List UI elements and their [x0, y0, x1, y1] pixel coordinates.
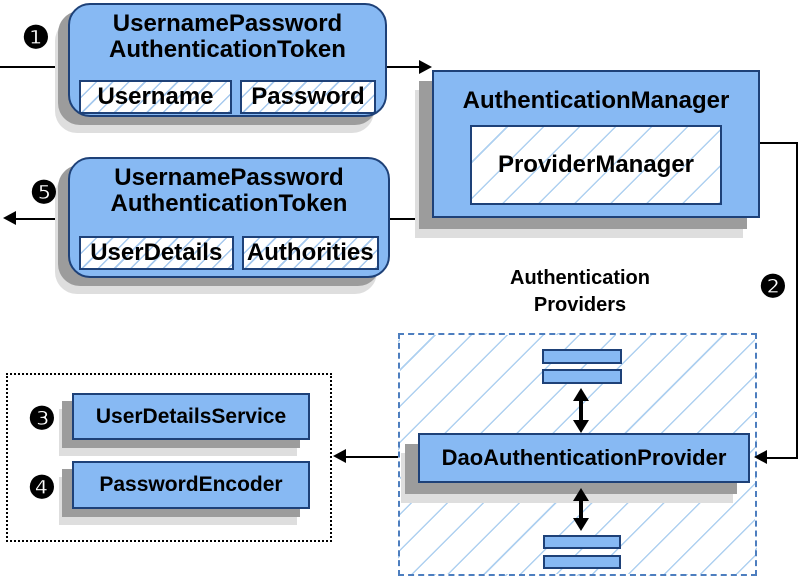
authorities-field: Authorities	[241, 236, 379, 270]
step-1-marker: ❶	[22, 20, 50, 55]
request-token-title-line1: UsernamePassword	[112, 10, 343, 37]
manager-to-provider-line-top	[760, 142, 798, 144]
password-encoder-box: PasswordEncoder	[72, 461, 310, 509]
authentication-manager-box: AuthenticationManager ProviderManager	[432, 70, 760, 218]
request-token-title-line2: AuthenticationToken	[109, 36, 346, 63]
authentication-providers-label: Authentication Providers	[455, 265, 705, 319]
double-arrow-icon	[573, 388, 589, 433]
manager-to-provider-line-bottom	[766, 457, 798, 459]
request-token-fields: Username Password	[79, 80, 376, 114]
username-field: Username	[79, 80, 232, 114]
password-field: Password	[239, 80, 376, 114]
provider-list-item-bar	[543, 555, 621, 569]
result-token-title-line2: AuthenticationToken	[110, 190, 348, 217]
provider-manager-box: ProviderManager	[470, 125, 722, 205]
step-5-marker: ❺	[30, 175, 58, 210]
result-token-box: UsernamePassword AuthenticationToken Use…	[68, 157, 390, 278]
dao-authentication-provider-box: DaoAuthenticationProvider	[418, 433, 750, 483]
result-token-fields: UserDetails Authorities	[79, 236, 379, 270]
result-token-title: UsernamePassword AuthenticationToken	[70, 165, 388, 217]
provider-to-services-line	[344, 456, 418, 458]
result-token-title-line1: UsernamePassword	[114, 164, 344, 191]
authentication-manager-title: AuthenticationManager	[462, 87, 730, 114]
userdetails-field: UserDetails	[79, 236, 234, 270]
manager-to-provider-line-vertical	[796, 142, 798, 459]
arrow-right-icon	[419, 60, 432, 74]
step-4-marker: ❹	[28, 470, 56, 505]
step-3-marker: ❸	[28, 401, 56, 436]
services-container-box	[6, 373, 332, 542]
request-token-box: UsernamePassword AuthenticationToken Use…	[68, 3, 387, 117]
arrow-left-icon	[754, 450, 767, 464]
arrow-left-icon	[333, 449, 346, 463]
authentication-providers-label-line1: Authentication	[510, 267, 650, 289]
double-arrow-icon	[573, 488, 589, 531]
provider-list-item-bar	[542, 349, 622, 364]
user-details-service-box: UserDetailsService	[72, 393, 310, 440]
provider-list-item-bar	[542, 369, 622, 384]
provider-list-item-bar	[543, 535, 621, 549]
authentication-providers-label-line2: Providers	[533, 294, 627, 316]
arrow-left-icon	[3, 211, 16, 225]
request-token-title: UsernamePassword AuthenticationToken	[70, 11, 385, 63]
step-2-marker: ❷	[759, 269, 787, 304]
